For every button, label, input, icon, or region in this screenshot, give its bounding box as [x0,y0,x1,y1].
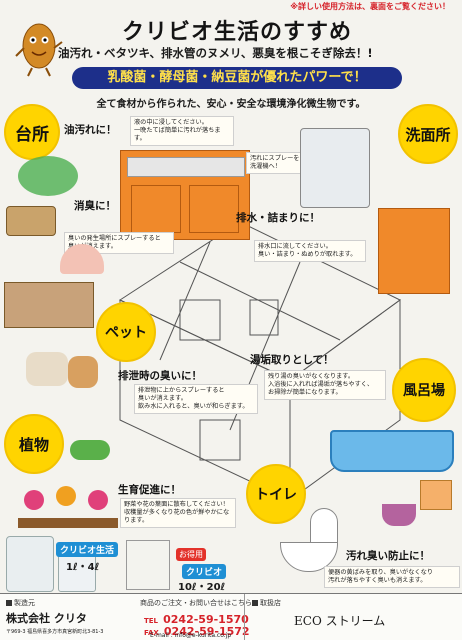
order-label: 商品のご注文・お問い合せはこちら [140,599,252,607]
tel-row: TEL 0242-59-1570 [144,613,249,626]
maker-name: 株式会社 クリタ [6,612,87,625]
email-link[interactable]: E-mail : info@e-kurita.co.jp [150,632,232,639]
washroom-callout-drain: 排水・詰まりに！ [236,212,320,224]
cat-illustration [68,356,98,388]
dog-illustration [26,352,68,386]
tel-number[interactable]: 0242-59-1570 [163,613,249,626]
fax-row: FAX 0242-59-1572 [144,625,250,638]
square-bullet-icon [6,600,12,606]
maker-label-row: 製造元 [6,598,35,608]
product1-sizes: 1ℓ・4ℓ [66,562,100,573]
washroom-note-drain: 排水口に流してください。 臭い・詰まり・ぬめりが取れます。 [254,240,366,262]
footer-divider [244,594,245,640]
washbasin-illustration [378,208,450,294]
toilet-callout: 汚れ臭い防止に！ [346,550,430,562]
kitchen-fan-illustration [18,156,78,196]
kitchen-note-grease: 液の中に浸してください。 一晩たてば簡単に汚れが落ちます。 [130,116,234,146]
bath-label: 風呂場 [392,358,456,422]
banner: 乳酸菌・酵母菌・納豆菌が優れたパワーで！ [72,67,402,89]
pet-note: 排泄物に上からスプレーすると 臭いが消えます。 飲み水に入れると、臭いが和らぎま… [134,384,258,414]
product2-sizes: 10ℓ・20ℓ [178,582,226,593]
kitchen-sink-illustration [120,150,250,240]
pet-house-illustration [60,244,104,274]
tagline: 全て食材から作られた、安心・安全な環境浄化微生物です。 [96,99,366,110]
toilet-label: トイレ [246,464,306,524]
page-subtitle: 油汚れ・ベタツキ、排水管のヌメリ、悪臭を根こそぎ除去！! [58,46,373,60]
usage-notice: ※詳しい使用方法は、裏面をご覧ください！ [290,2,450,11]
plants-callout: 生育促進に！ [118,484,181,496]
bath-bowl-illustration [382,504,416,526]
washing-machine-illustration [300,128,370,208]
page-title: クリビオ生活のすすめ [121,20,352,45]
plants-note: 野菜や花の葉面に散布してください！ 収穫量が多くなり花の色が鮮やかになります。 [120,498,236,528]
washroom-label: 洗面所 [398,104,458,164]
product1-name: クリビオ生活 [56,542,119,557]
planter-illustration [18,518,118,528]
product2-badge: お得用 [176,548,206,561]
product2-name: クリビオ [182,564,227,579]
pet-tray-illustration [4,282,94,328]
bath-callout: 湯垢取りとして！ [250,354,334,366]
square-bullet-icon [252,600,258,606]
product-box [126,540,170,590]
kitchen-callout-deodorize: 消臭に！ [74,200,116,212]
plants-label: 植物 [4,414,64,474]
fax-number: 0242-59-1572 [163,625,250,638]
bath-note: 残り湯の臭いがなくなります。 入浴後に入れれば湯垢が落ちやすく、 お掃除が簡単に… [264,370,386,400]
shop-name: ECO ストリーム [294,614,386,628]
watering-can-illustration [70,440,110,460]
pet-label: ペット [96,302,156,362]
footer: 製造元 株式会社 クリタ 〒969-3 福島県喜多方市真宮新町北3-81-3 商… [0,593,462,640]
maker-address: 〒969-3 福島県喜多方市真宮新町北3-81-3 [6,629,104,635]
product-bottle-large [6,536,54,592]
kitchen-label: 台所 [4,104,60,160]
basket-illustration [6,206,56,236]
flowers-illustration [18,484,118,520]
toilet-note: 便器の黄ばみを取り、臭いがなくなり 汚れが落ちやすく臭いも消えます。 [324,566,460,588]
mascot-icon [15,23,63,77]
shop-label-row: 取扱店 [252,598,281,608]
bath-stool-illustration [420,480,452,510]
kitchen-callout-grease: 油汚れに！ [64,124,117,136]
bathtub-illustration [330,430,454,472]
pet-callout: 排泄時の臭いに！ [118,370,202,382]
